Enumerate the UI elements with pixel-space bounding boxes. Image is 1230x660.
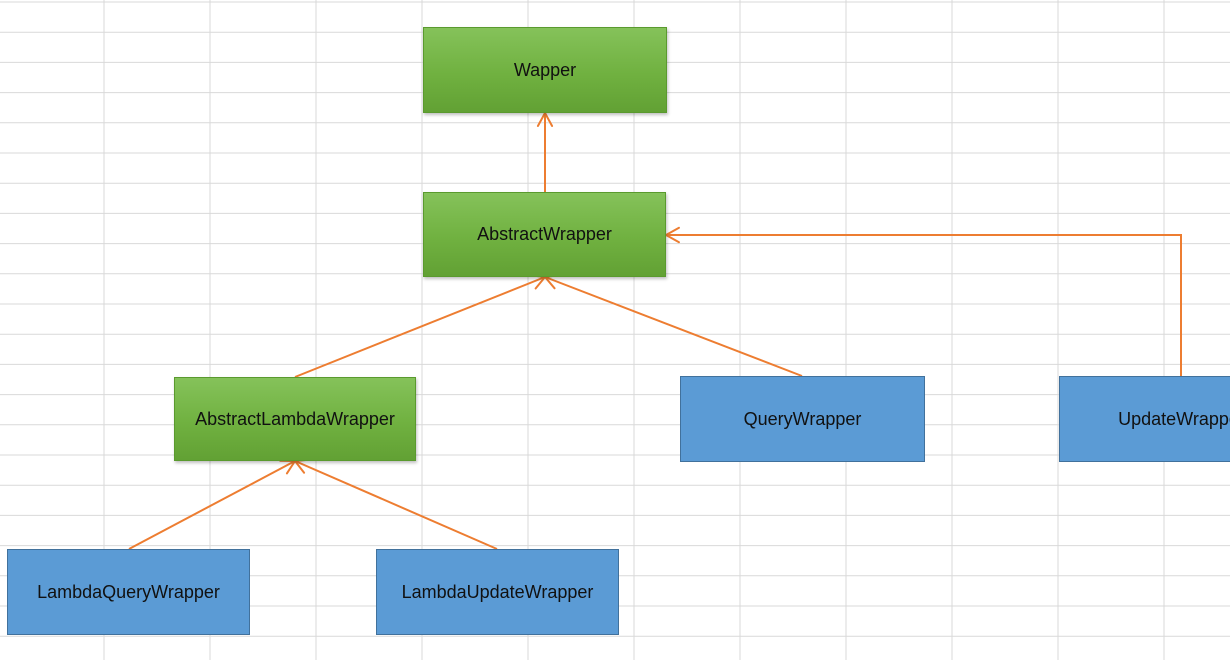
node-abstract-lambda-wrapper-label: AbstractLambdaWrapper bbox=[195, 408, 395, 429]
connector-lambda-update-wrapper-to-abstract-lambda-wrapper bbox=[294, 460, 498, 550]
connector-lambda-query-wrapper-to-abstract-lambda-wrapper bbox=[128, 460, 296, 550]
arrowhead-icon bbox=[536, 112, 554, 127]
node-query-wrapper[interactable]: QueryWrapper bbox=[680, 376, 925, 462]
node-abstract-wrapper-label: AbstractWrapper bbox=[477, 224, 612, 244]
connector-update-wrapper-to-abstract-wrapper bbox=[666, 234, 1182, 376]
node-lambda-update-wrapper-label: LambdaUpdateWrapper bbox=[401, 581, 594, 602]
connector-abstract-lambda-wrapper-to-abstract-wrapper bbox=[294, 276, 546, 378]
node-lambda-update-wrapper[interactable]: LambdaUpdateWrapper bbox=[376, 549, 619, 635]
node-lambda-query-wrapper[interactable]: LambdaQueryWrapper bbox=[7, 549, 250, 635]
node-lambda-query-wrapper-label: LambdaQueryWrapper bbox=[37, 581, 220, 602]
node-query-wrapper-label: QueryWrapper bbox=[743, 408, 862, 429]
node-abstract-lambda-wrapper[interactable]: AbstractLambdaWrapper bbox=[174, 377, 416, 461]
node-wapper[interactable]: Wapper bbox=[423, 27, 667, 113]
connector-query-wrapper-to-abstract-wrapper bbox=[544, 276, 803, 377]
node-abstract-wrapper[interactable]: AbstractWrapper bbox=[423, 192, 666, 277]
node-update-wrapper[interactable]: UpdateWrapper bbox=[1059, 376, 1230, 462]
node-update-wrapper-label: UpdateWrapper bbox=[1118, 408, 1230, 429]
arrowhead-icon bbox=[665, 226, 680, 244]
node-wapper-label: Wapper bbox=[513, 59, 577, 80]
